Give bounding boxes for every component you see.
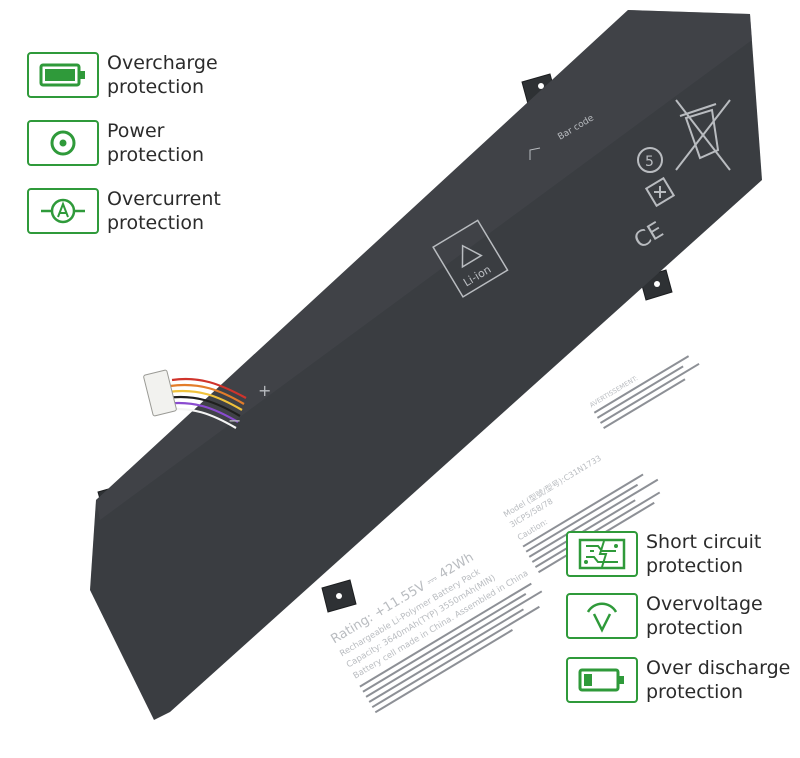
power-target-icon <box>50 130 76 156</box>
feature-icon-box <box>27 188 99 234</box>
battery-low-icon <box>578 668 624 692</box>
feature-icon-box <box>27 52 99 98</box>
battery-model-text: Model (型號/型号):C31N1733 <box>501 453 602 519</box>
circuit-board-icon <box>578 538 626 570</box>
battery-full-icon <box>39 63 85 87</box>
feature-icon-box <box>566 657 638 703</box>
weee-bin-icon <box>675 99 731 171</box>
polarity-minus: − <box>228 411 241 430</box>
svg-text:5: 5 <box>645 154 654 170</box>
ammeter-icon <box>41 198 85 224</box>
battery-connector <box>143 369 177 417</box>
battery-body <box>90 10 762 720</box>
feature-icon-box <box>566 593 638 639</box>
polarity-plus: + <box>258 381 271 400</box>
epup-icon: 5 <box>637 147 663 173</box>
feature-icon-box <box>566 531 638 577</box>
voltmeter-icon <box>586 602 618 633</box>
feature-icon-box <box>27 120 99 166</box>
battery-origin-text: Battery cell made in China. Assembled in… <box>352 569 531 682</box>
symbol-icon <box>644 176 676 208</box>
